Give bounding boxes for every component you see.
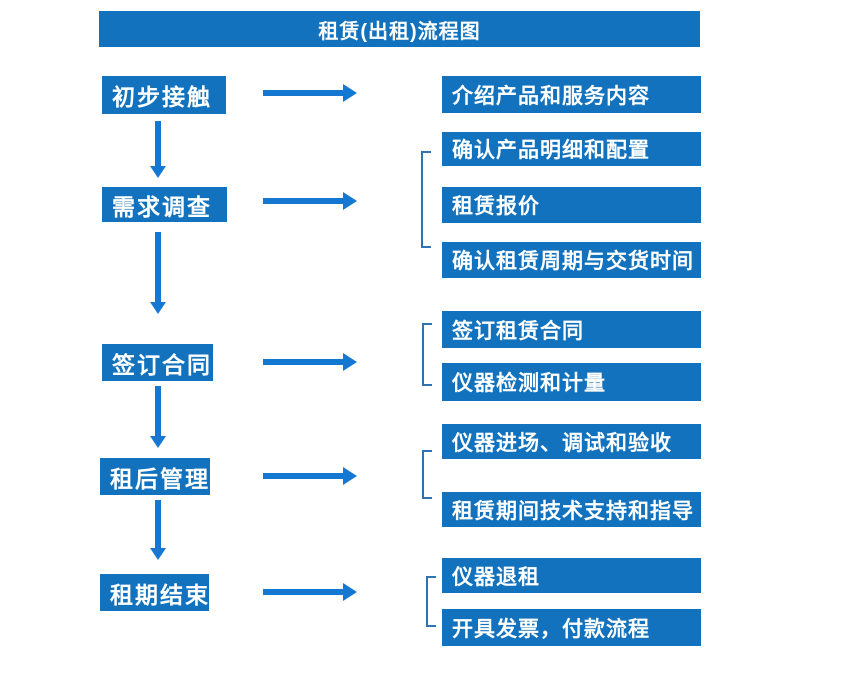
detail-box-introduce-products: 介绍产品和服务内容 <box>442 76 701 113</box>
arrow-right-head-icon-2 <box>343 192 357 210</box>
detail-box-rental-quote: 租赁报价 <box>442 187 701 223</box>
stage-box-demand-survey: 需求调查 <box>102 187 227 222</box>
detail-box-sign-rental-contract: 签订租赁合同 <box>442 311 701 348</box>
detail-box-confirm-period: 确认租赁周期与交货时间 <box>442 242 701 278</box>
diagram-title: 租赁(出租)流程图 <box>99 11 700 47</box>
group-bracket-icon-4 <box>426 576 436 627</box>
detail-box-instrument-testing: 仪器检测和计量 <box>442 363 701 401</box>
arrow-right-icon-5 <box>263 589 343 595</box>
arrow-right-head-icon-3 <box>343 353 357 371</box>
arrow-down-head-icon-4 <box>150 548 166 560</box>
detail-box-tech-support: 租赁期间技术支持和指导 <box>442 492 701 527</box>
arrow-right-icon-4 <box>263 473 343 479</box>
arrow-down-icon-1 <box>155 121 161 166</box>
arrow-down-icon-2 <box>155 232 161 302</box>
stage-box-initial-contact: 初步接触 <box>102 76 226 114</box>
detail-box-invoice-payment: 开具发票，付款流程 <box>442 609 701 646</box>
arrow-right-head-icon-1 <box>343 84 357 102</box>
arrow-right-head-icon-5 <box>343 583 357 601</box>
arrow-down-head-icon-2 <box>150 302 166 314</box>
arrow-right-icon-1 <box>263 90 343 96</box>
stage-box-rental-end: 租期结束 <box>100 574 209 611</box>
arrow-down-icon-4 <box>155 500 161 548</box>
detail-box-confirm-details: 确认产品明细和配置 <box>442 132 701 166</box>
stage-box-post-rental: 租后管理 <box>100 458 210 495</box>
stage-box-sign-contract: 签订合同 <box>102 344 213 381</box>
arrow-right-head-icon-4 <box>343 467 357 485</box>
detail-box-instrument-entry: 仪器进场、调试和验收 <box>442 424 701 459</box>
arrow-down-head-icon-3 <box>150 436 166 448</box>
group-bracket-icon-1 <box>421 151 431 248</box>
group-bracket-icon-3 <box>422 450 432 499</box>
group-bracket-icon-2 <box>422 323 432 386</box>
arrow-right-icon-2 <box>263 198 343 204</box>
arrow-down-icon-3 <box>155 386 161 436</box>
arrow-down-head-icon-1 <box>150 166 166 178</box>
arrow-right-icon-3 <box>263 359 343 365</box>
detail-box-instrument-return: 仪器退租 <box>442 558 701 593</box>
